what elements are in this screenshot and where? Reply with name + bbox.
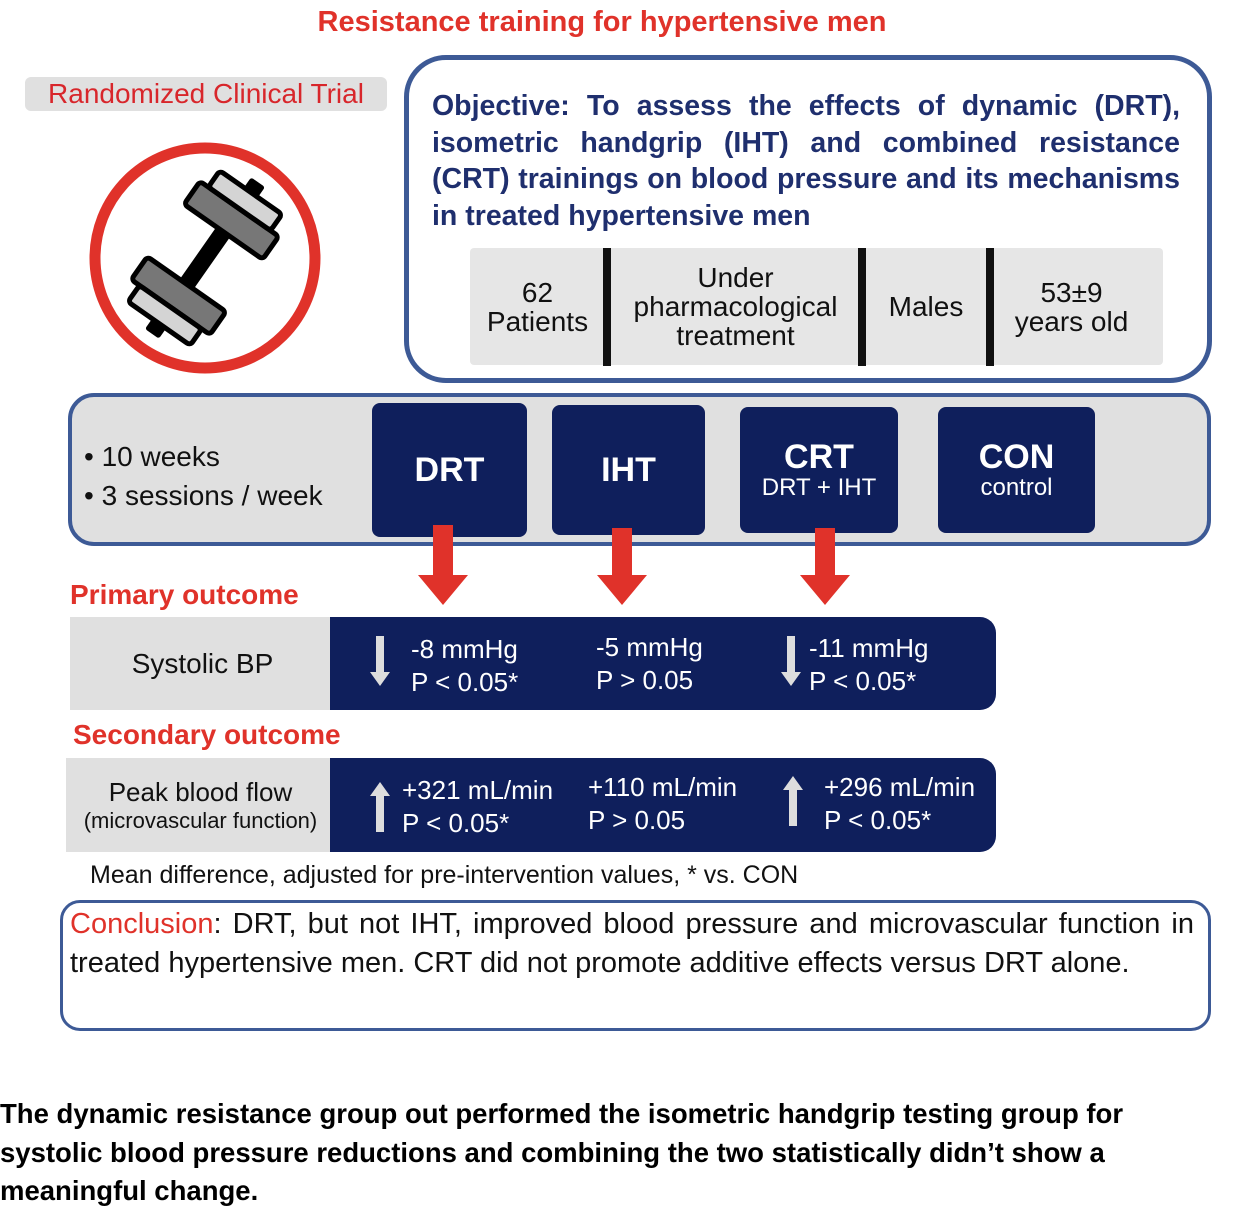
study-type-label: Randomized Clinical Trial (25, 77, 387, 111)
divider (858, 248, 866, 366)
caption: The dynamic resistance group out perform… (0, 1098, 1124, 1206)
arrow-down-icon (781, 636, 801, 686)
dumbbell-icon (89, 142, 321, 374)
conclusion-box (60, 900, 1211, 1031)
protocol-item: • 10 weeks (84, 441, 220, 472)
objective-label: Objective: (432, 90, 570, 122)
arrow-up-icon (783, 776, 803, 826)
divider (986, 248, 994, 366)
objective-text: Objective: To assess the effects of dyna… (432, 88, 1180, 234)
primary-outcome-label: Systolic BP (70, 617, 335, 710)
secondary-outcome-heading: Secondary outcome (73, 719, 341, 750)
divider (603, 248, 611, 366)
group-drt: DRT (372, 403, 527, 537)
population-panel (470, 248, 1163, 365)
group-iht: IHT (552, 405, 705, 535)
stat-sex: Males (888, 291, 964, 322)
arrow-down-icon (597, 528, 647, 605)
infographic-title: Resistance training for hypertensive men (317, 6, 887, 38)
arrow-down-icon (418, 525, 468, 605)
objective-box (404, 55, 1212, 383)
primary-outcome-heading: Primary outcome (70, 579, 299, 610)
protocol-item: • 3 sessions / week (84, 480, 323, 511)
arrow-down-icon (370, 636, 390, 686)
secondary-outcome-label: Peak blood flow(microvascular function) (66, 758, 335, 852)
objective-body: To assess the effects of dynamic (DRT), … (432, 90, 1181, 232)
result-arrows (418, 525, 850, 605)
conclusion-text: Conclusion: DRT, but not IHT, improved b… (70, 905, 1194, 983)
conclusion-body: : DRT, but not IHT, improved blood press… (70, 908, 1194, 979)
conclusion-label: Conclusion (70, 908, 214, 940)
primary-results (330, 617, 996, 710)
arrow-up-icon (370, 782, 390, 832)
secondary-results (330, 758, 996, 852)
footnote: Mean difference, adjusted for pre-interv… (90, 861, 799, 889)
arrow-down-icon (800, 528, 850, 605)
